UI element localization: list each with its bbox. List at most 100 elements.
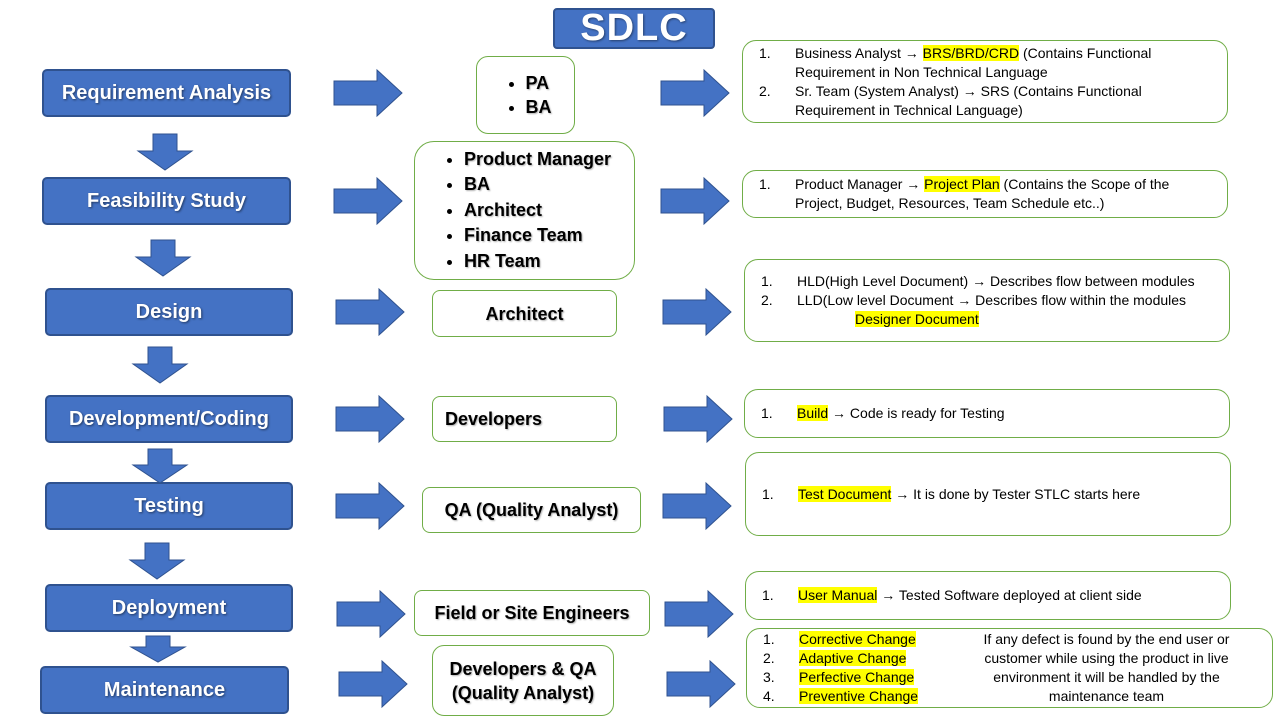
role-item: PA [526, 71, 552, 95]
output-continuation: Requirement in Non Technical Language [795, 63, 1048, 80]
down-arrow-6 [129, 635, 187, 663]
output-line: 1. Test Document → It is done by Tester … [758, 485, 1218, 504]
change-item: 2.Adaptive Change [759, 649, 949, 668]
output-line: 1. Business Analyst → BRS/BRD/CRD (Conta… [755, 44, 1215, 63]
role-box-development: Developers [432, 396, 617, 442]
output-text-part: → Code is ready for Testing [828, 405, 1005, 421]
page-title: SDLC [553, 8, 715, 49]
highlighted-term: Preventive Change [799, 688, 919, 704]
role-item: Finance Team [464, 223, 611, 249]
role-box-deployment: Field or Site Engineers [414, 590, 650, 636]
output-text-part: → Tested Software deployed at client sid… [877, 587, 1142, 603]
highlighted-term: BRS/BRD/CRD [922, 44, 1020, 61]
right-arrow-stage-role-2 [333, 176, 403, 226]
output-box-deployment: 1. User Manual → Tested Software deploye… [745, 571, 1231, 620]
down-arrow-3 [131, 346, 189, 384]
output-box-maintenance: 1.Corrective Change 2.Adaptive Change 3.… [746, 628, 1273, 708]
right-arrow-stage-role-6 [336, 589, 406, 639]
output-continuation: Designer Document [757, 310, 1217, 329]
right-arrow-stage-role-1 [333, 68, 403, 118]
output-text: HLD(High Level Document) → Describes flo… [797, 273, 1195, 289]
right-arrow-role-output-4 [663, 394, 733, 444]
output-text-part: Product Manager → [795, 176, 925, 192]
down-arrow-5 [128, 542, 186, 580]
item-number: 1. [762, 587, 774, 603]
stage-maintenance: Maintenance [40, 666, 289, 714]
role-box-design: Architect [432, 290, 617, 337]
output-text-part: → It is done by Tester STLC starts here [891, 485, 1141, 502]
right-arrow-role-output-3 [662, 287, 732, 337]
item-number: 1. [759, 176, 771, 192]
highlighted-term: Project Plan [924, 176, 1000, 192]
highlighted-term: Test Document [798, 485, 892, 502]
right-arrow-role-output-2 [660, 176, 730, 226]
output-line: 1. Product Manager → Project Plan (Conta… [755, 175, 1215, 194]
right-arrow-stage-role-3 [335, 287, 405, 337]
role-item: Product Manager [464, 147, 611, 173]
down-arrow-4 [131, 448, 189, 484]
change-type-list: 1.Corrective Change 2.Adaptive Change 3.… [759, 630, 949, 706]
output-line: 1. HLD(High Level Document) → Describes … [757, 272, 1217, 291]
item-number: 1. [761, 405, 773, 421]
change-item: 3.Perfective Change [759, 668, 949, 687]
note-line: maintenance team [1048, 688, 1165, 704]
highlighted-term: Designer Document [855, 311, 979, 327]
down-arrow-2 [134, 239, 192, 277]
item-number: 1. [762, 485, 774, 502]
output-line: 2. LLD(Low level Document → Describes fl… [757, 291, 1217, 310]
output-text-part: Business Analyst → [795, 44, 923, 61]
right-arrow-role-output-5 [662, 481, 732, 531]
output-box-testing: 1. Test Document → It is done by Tester … [745, 452, 1231, 536]
stage-feasibility-study: Feasibility Study [42, 177, 291, 225]
output-box-feasibility: 1. Product Manager → Project Plan (Conta… [742, 170, 1228, 218]
stage-development-coding: Development/Coding [45, 395, 293, 443]
change-item: 4. Preventive Change [759, 687, 949, 706]
output-box-requirement: 1. Business Analyst → BRS/BRD/CRD (Conta… [742, 40, 1228, 123]
highlighted-term: Build [797, 405, 829, 421]
output-line: 1. Build → Code is ready for Testing [757, 404, 1217, 423]
output-text-part: (Contains the Scope of the [999, 176, 1170, 192]
right-arrow-stage-role-7 [338, 659, 408, 709]
right-arrow-role-output-6 [664, 589, 734, 639]
item-number: 2. [763, 650, 775, 666]
item-number: 1. [759, 44, 771, 61]
right-arrow-role-output-7 [666, 659, 736, 709]
role-line: (Quality Analyst) [451, 682, 595, 703]
output-line: 2. Sr. Team (System Analyst) → SRS (Cont… [755, 82, 1215, 101]
item-number: 1. [761, 273, 773, 289]
highlighted-term: Perfective Change [799, 669, 915, 685]
role-box-requirement: PA BA [476, 56, 575, 134]
output-text: Sr. Team (System Analyst) → SRS (Contain… [795, 82, 1142, 99]
output-text: Product Manager → Project Plan (Contains… [795, 175, 1215, 194]
item-number: 2. [761, 292, 773, 308]
right-arrow-stage-role-5 [335, 481, 405, 531]
note-line: environment it will be handled by the [993, 669, 1220, 685]
role-box-feasibility: Product Manager BA Architect Finance Tea… [414, 141, 635, 280]
role-item: Architect [464, 198, 611, 224]
role-list-feasibility: Product Manager BA Architect Finance Tea… [438, 147, 611, 275]
stage-deployment: Deployment [45, 584, 293, 632]
role-item: BA [526, 95, 552, 119]
output-text: LLD(Low level Document → Describes flow … [797, 292, 1187, 308]
role-box-maintenance: Developers & QA (Quality Analyst) [432, 645, 614, 716]
role-list-requirement: PA BA [500, 71, 552, 119]
output-text-part: (Contains Functional [1019, 44, 1152, 61]
maintenance-note: If any defect is found by the end user o… [949, 630, 1264, 706]
role-box-testing: QA (Quality Analyst) [422, 487, 641, 533]
item-number: 2. [759, 82, 771, 99]
change-item: 1.Corrective Change [759, 630, 949, 649]
output-text: User Manual → Tested Software deployed a… [798, 586, 1218, 605]
stage-requirement-analysis: Requirement Analysis [42, 69, 291, 117]
output-continuation: Requirement in Technical Language) [795, 101, 1023, 118]
stage-design: Design [45, 288, 293, 336]
note-line: customer while using the product in live [984, 650, 1229, 666]
output-continuation: Project, Budget, Resources, Team Schedul… [795, 195, 1105, 211]
output-text: Build → Code is ready for Testing [797, 404, 1217, 423]
right-arrow-stage-role-4 [335, 394, 405, 444]
output-box-development: 1. Build → Code is ready for Testing [744, 389, 1230, 438]
output-box-design: 1. HLD(High Level Document) → Describes … [744, 259, 1230, 342]
output-text: Test Document → It is done by Tester STL… [798, 485, 1218, 504]
highlighted-term: Corrective Change [799, 631, 916, 647]
item-number: 4. [763, 688, 775, 704]
role-item: HR Team [464, 249, 611, 275]
